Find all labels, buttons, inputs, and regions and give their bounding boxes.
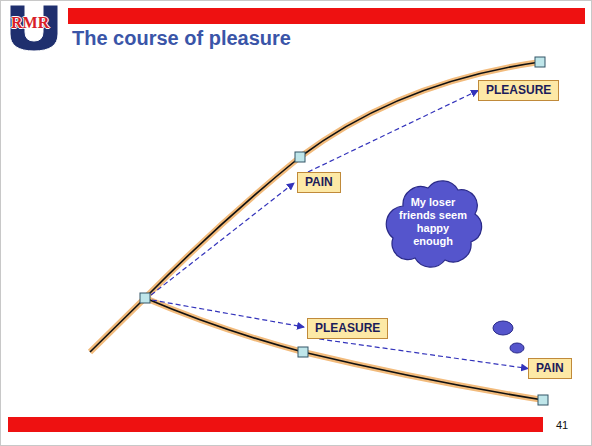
logo-shape — [10, 5, 58, 51]
node-text: My loser friends seem happy enough — [399, 196, 467, 248]
state-label: PAIN — [528, 358, 572, 379]
bottom-bar — [8, 417, 543, 432]
point-marker — [295, 152, 305, 162]
logo-text: RMR — [11, 14, 49, 32]
state-label: PLEASURE — [307, 318, 388, 339]
lower-curve — [145, 298, 543, 400]
node-text: PLEASURE — [315, 321, 380, 336]
thought-cloud: My loser friends seem happy enough — [383, 176, 483, 268]
upper-curve-glow — [90, 62, 540, 352]
state-label: PAIN — [297, 172, 341, 193]
dashed-arrow — [151, 183, 294, 295]
node-text: PAIN — [536, 361, 564, 376]
thought-bubble — [493, 321, 513, 335]
page-number: 41 — [556, 419, 568, 432]
thought-bubble — [510, 343, 524, 353]
upper-curve — [90, 62, 540, 352]
point-marker — [538, 395, 548, 405]
point-marker — [298, 347, 308, 357]
dashed-arrow — [319, 339, 528, 369]
node-text: PLEASURE — [486, 83, 551, 98]
point-marker — [535, 57, 545, 67]
dashed-arrow — [152, 300, 304, 327]
state-label: PLEASURE — [478, 80, 559, 101]
cloud-shape — [386, 181, 481, 267]
slide-title: The course of pleasure — [72, 27, 291, 50]
node-text: PAIN — [305, 175, 333, 190]
lower-curve-glow — [145, 298, 543, 400]
dashed-arrow — [308, 91, 478, 173]
point-marker — [140, 293, 150, 303]
top-bar — [68, 8, 585, 24]
